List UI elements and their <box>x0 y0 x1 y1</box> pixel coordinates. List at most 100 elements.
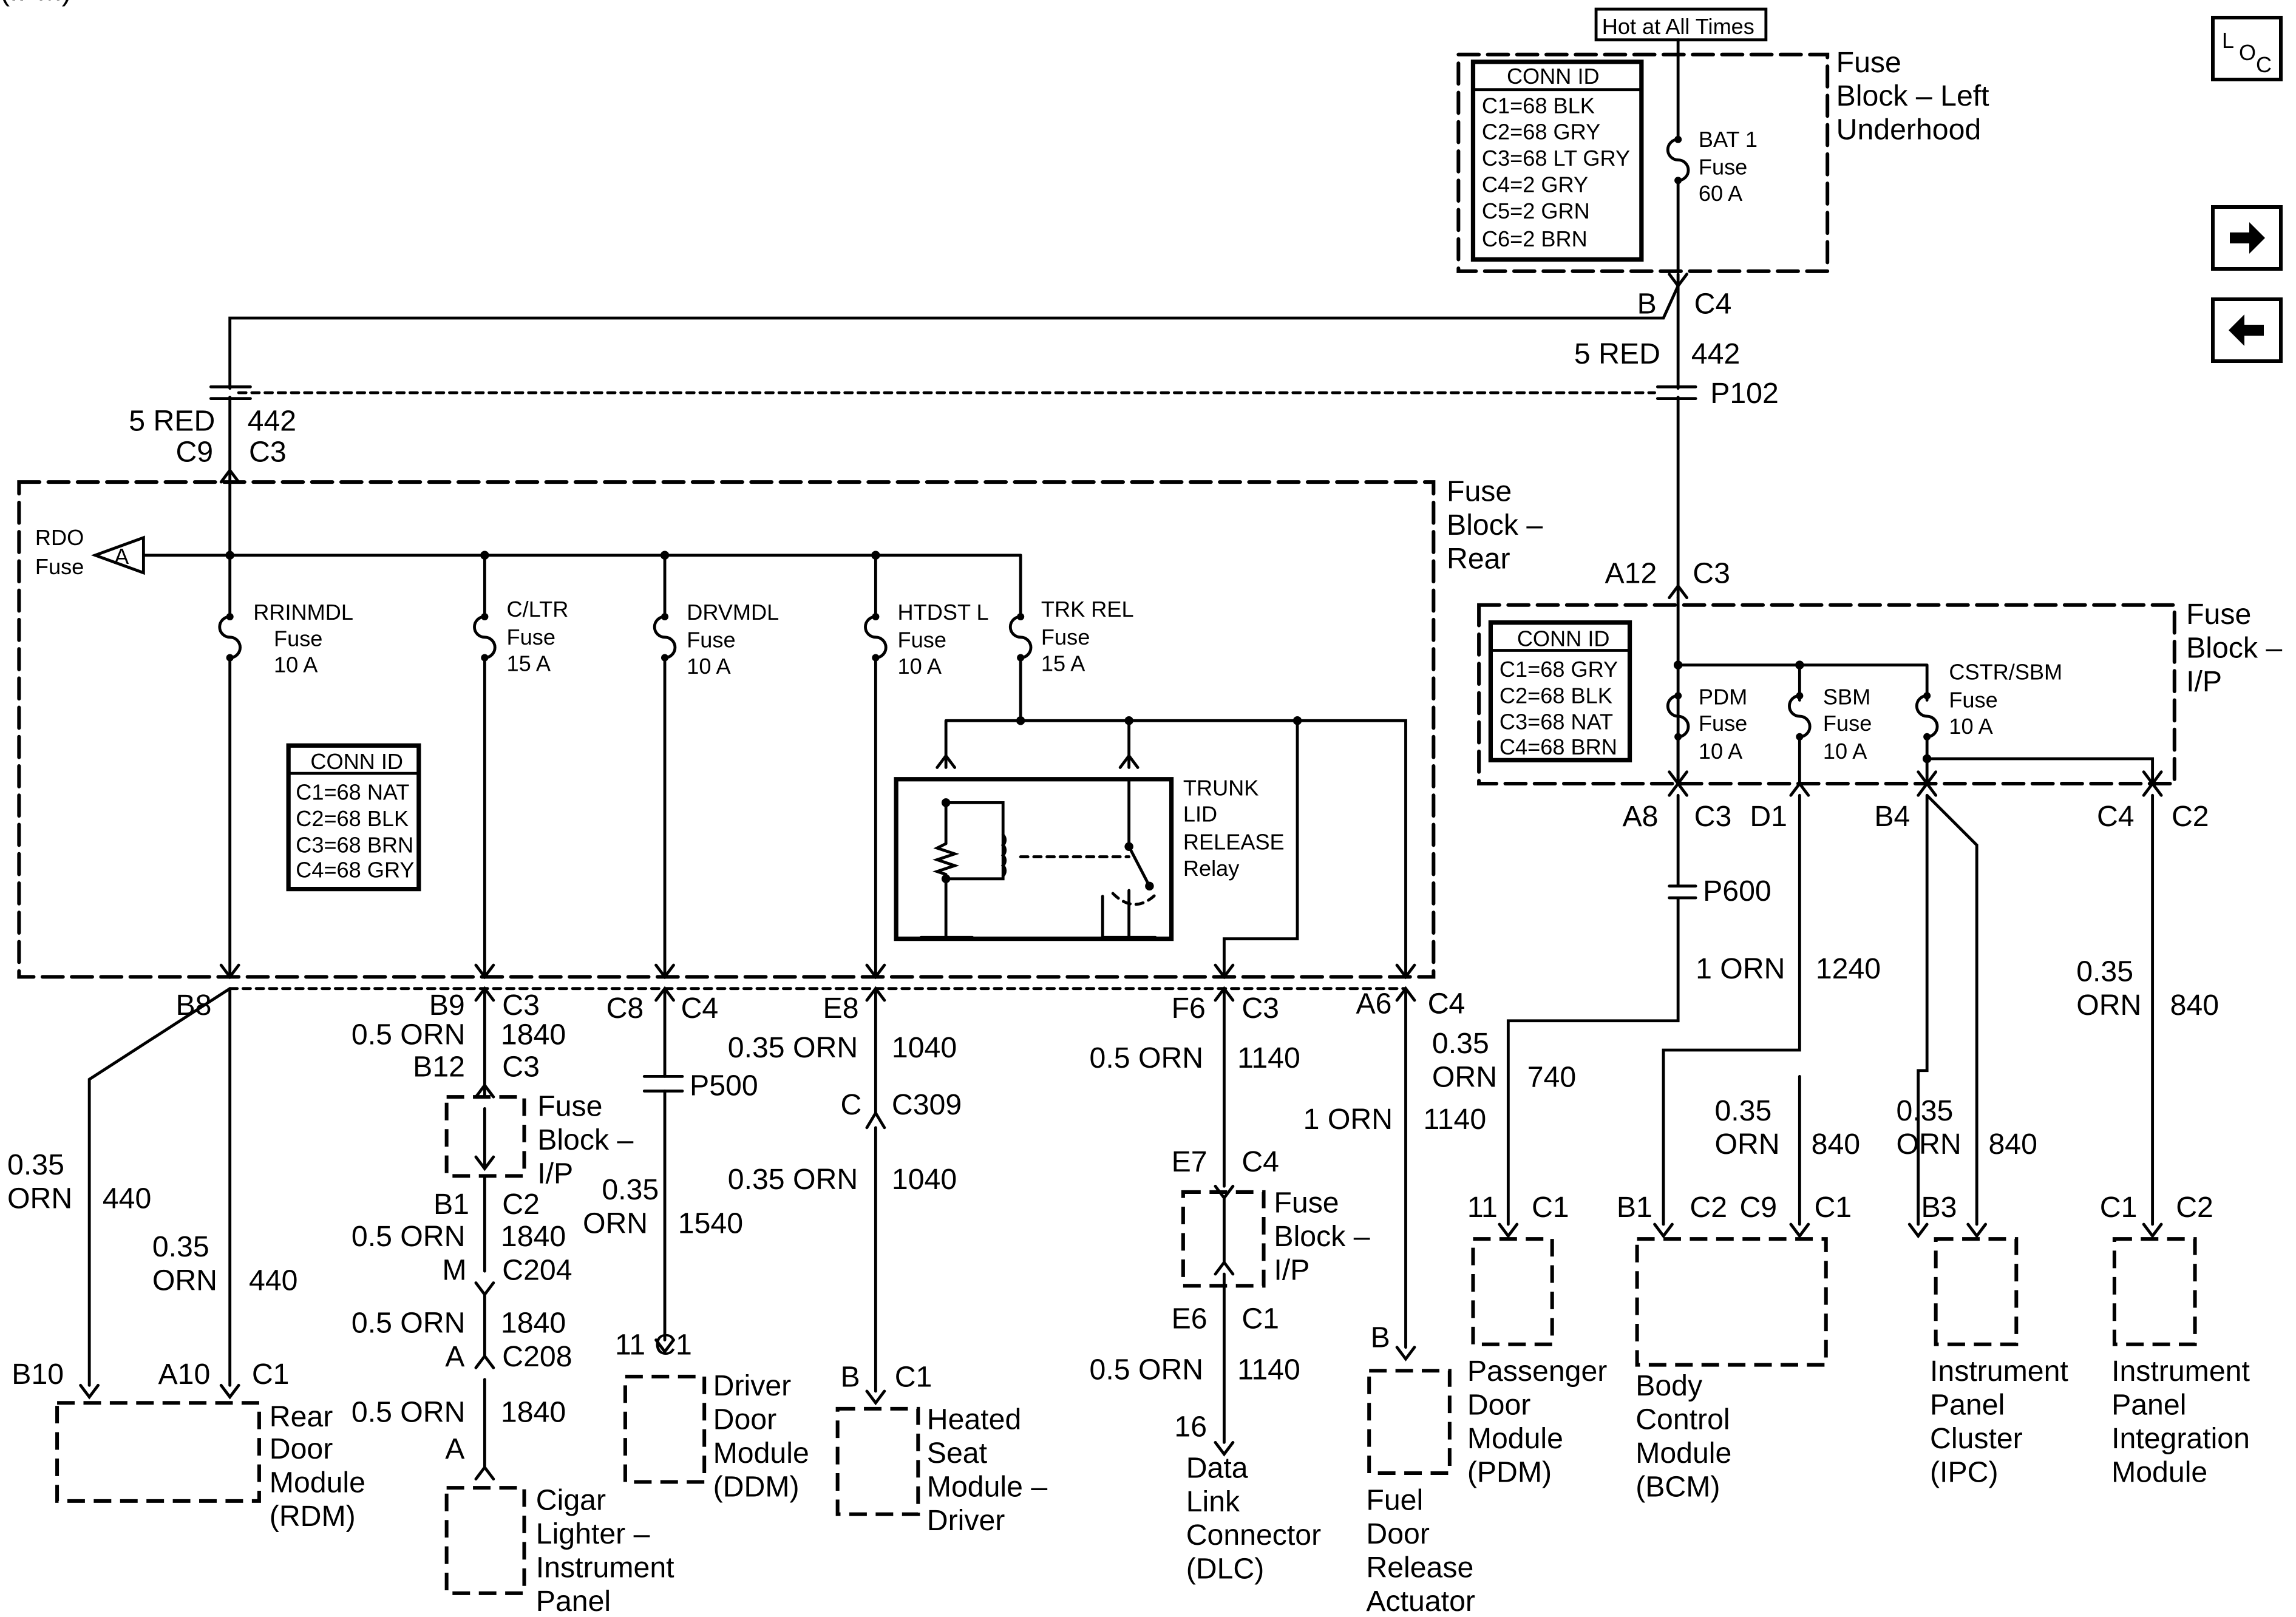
label: C/LTR <box>507 597 569 622</box>
label: Module <box>713 1437 809 1470</box>
label: Instrument <box>2111 1355 2250 1388</box>
label: 5 RED <box>129 405 215 438</box>
label: C2=68 BLK <box>296 806 409 831</box>
label: C1 <box>654 1329 692 1361</box>
label: C2 <box>2176 1191 2213 1224</box>
label: 0.5 ORN <box>352 1396 466 1429</box>
label: Module – <box>927 1471 1048 1503</box>
label: B10 <box>12 1358 64 1391</box>
label: 1040 <box>892 1031 957 1064</box>
right-arrow-icon <box>2230 222 2265 254</box>
label: 10 A <box>1699 739 1743 764</box>
label: TRUNK <box>1183 775 1259 800</box>
label: 0.35 <box>152 1230 209 1263</box>
label: B <box>1371 1321 1390 1354</box>
label: Seat <box>927 1437 988 1470</box>
label: C9 <box>175 435 213 468</box>
label: (IPM) <box>0 0 72 7</box>
label: 5 RED <box>1574 337 1660 370</box>
label: C4=68 GRY <box>296 857 414 882</box>
label: 1 ORN <box>1696 952 1785 985</box>
location-button[interactable]: L O C <box>2211 16 2283 81</box>
label: Relay <box>1183 856 1239 881</box>
label: C4 <box>1241 1145 1279 1178</box>
label: C9 <box>1739 1191 1777 1224</box>
label: C <box>840 1088 861 1121</box>
label: 0.35 <box>1897 1094 1954 1127</box>
label: 1840 <box>501 1220 566 1253</box>
label: C5=2 GRN <box>1482 198 1590 223</box>
label: CONN ID <box>310 749 403 774</box>
label: Fuse <box>687 628 735 653</box>
label: 0.35 <box>1432 1027 1489 1060</box>
label: Block – <box>1447 509 1543 541</box>
label: A <box>445 1432 465 1465</box>
label: C3 <box>1241 992 1279 1025</box>
label: M <box>442 1254 466 1287</box>
label: TRK REL <box>1041 597 1134 622</box>
label: CSTR/SBM <box>1949 660 2062 685</box>
label: P600 <box>1703 875 1771 907</box>
label: Panel <box>536 1585 611 1617</box>
label: ORN <box>152 1264 217 1297</box>
label: Cluster <box>1930 1422 2023 1455</box>
label: Panel <box>2111 1389 2186 1422</box>
label: 11 <box>615 1329 645 1361</box>
label: C309 <box>892 1088 962 1121</box>
label: DRVMDL <box>687 600 779 625</box>
label: 840 <box>2170 989 2219 1022</box>
label: Actuator <box>1366 1585 1475 1617</box>
label: 1040 <box>892 1163 957 1196</box>
label: E7 <box>1172 1145 1207 1178</box>
label: C2=68 BLK <box>1500 683 1612 708</box>
label: (DDM) <box>713 1471 800 1503</box>
label: Block – <box>537 1124 633 1156</box>
label: 60 A <box>1699 181 1743 206</box>
label: SBM <box>1823 685 1870 710</box>
label: 0.5 ORN <box>352 1018 466 1051</box>
label: 1140 <box>1423 1103 1486 1136</box>
label: D1 <box>1750 800 1787 833</box>
label: 0.5 ORN <box>352 1220 466 1253</box>
label: Fuse <box>537 1090 602 1123</box>
label: 0.5 ORN <box>352 1306 466 1339</box>
label: Underhood <box>1836 114 1982 146</box>
label: A <box>114 544 129 569</box>
previous-page-button[interactable] <box>2211 297 2283 363</box>
label: 16 <box>1174 1411 1207 1443</box>
label: Fuse <box>1836 46 1901 79</box>
label: C3 <box>502 1050 540 1083</box>
label: 1840 <box>501 1306 566 1339</box>
label: 10 A <box>274 653 318 677</box>
label: Control <box>1635 1403 1730 1436</box>
label: Door <box>713 1403 777 1436</box>
label: Door <box>270 1432 333 1465</box>
label: A10 <box>158 1358 210 1391</box>
label: B4 <box>1874 800 1910 833</box>
label: 1 ORN <box>1303 1103 1393 1136</box>
label: (RDM) <box>270 1500 356 1533</box>
label: 0.35 <box>602 1173 659 1206</box>
label: Release <box>1366 1551 1473 1584</box>
label: Fuse <box>1447 475 1512 507</box>
label: 840 <box>1812 1128 1860 1161</box>
label: A8 <box>1622 800 1658 833</box>
label: C208 <box>502 1340 572 1373</box>
label: ORN <box>1714 1128 1779 1161</box>
label: Rear <box>270 1400 333 1433</box>
label: 15 A <box>507 651 551 676</box>
label: Passenger <box>1467 1355 1608 1388</box>
label: CONN ID <box>1517 626 1610 651</box>
label: CONN ID <box>1507 64 1600 89</box>
label: 1140 <box>1237 1354 1300 1386</box>
label: 10 A <box>687 654 731 679</box>
label: C3=68 BRN <box>296 832 413 857</box>
label: 740 <box>1527 1060 1576 1093</box>
label: C3 <box>249 435 287 468</box>
next-page-button[interactable] <box>2211 205 2283 271</box>
label: Block – <box>1274 1220 1370 1253</box>
label: B <box>840 1361 860 1394</box>
label: 0.35 <box>2076 955 2133 988</box>
label: (PDM) <box>1467 1456 1552 1489</box>
label: C1=68 NAT <box>296 780 409 805</box>
